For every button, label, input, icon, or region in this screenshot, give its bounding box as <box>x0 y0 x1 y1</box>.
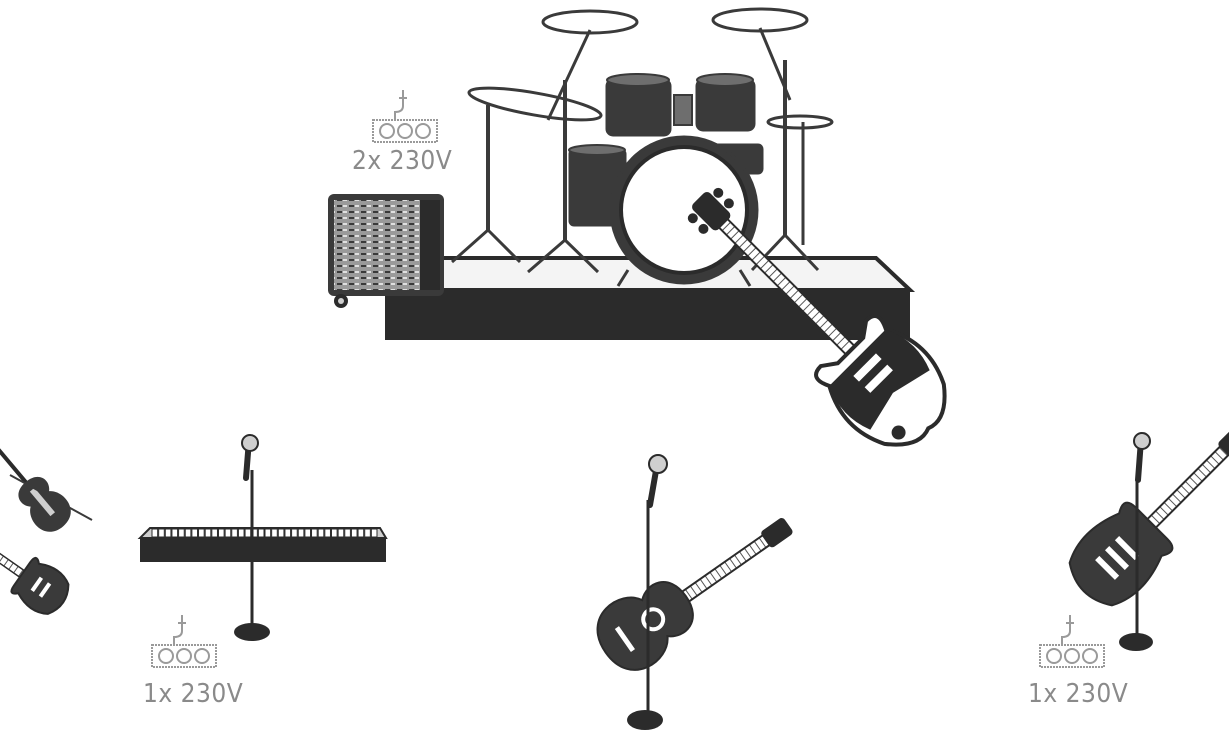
power-strip-icon <box>152 615 216 667</box>
keyboard-key <box>232 529 238 537</box>
keyboard-key <box>312 529 318 537</box>
keyboard-key <box>245 529 251 537</box>
electric-guitar-icon <box>0 515 76 622</box>
drums-power-label: 2x 230V <box>352 146 452 176</box>
keyboard-key <box>338 529 344 537</box>
amp-rack-icon <box>328 194 444 308</box>
keyboard-key <box>285 529 291 537</box>
keyboard-key <box>331 529 337 537</box>
keyboard-key <box>351 529 357 537</box>
acoustic-guitar-icon <box>585 495 809 683</box>
power-strip-icon <box>373 90 437 142</box>
keyboard-key <box>199 529 205 537</box>
keyboard-key <box>371 529 377 537</box>
keyboard-key <box>218 529 224 537</box>
keyboard-key <box>305 529 311 537</box>
keyboard-key <box>165 529 171 537</box>
keyboard-key <box>152 529 158 537</box>
keyboard-key <box>265 529 271 537</box>
power-strip-icon <box>1040 615 1104 667</box>
keyboard-icon <box>140 528 386 562</box>
keyboard-key <box>179 529 185 537</box>
keyboard-key <box>172 529 178 537</box>
keyboard-key <box>258 529 264 537</box>
keys-power-label: 1x 230V <box>143 679 243 709</box>
keyboard-key <box>365 529 371 537</box>
keyboard-key <box>205 529 211 537</box>
keyboard-key <box>358 529 364 537</box>
keyboard-key <box>212 529 218 537</box>
cymbal-left-top <box>543 11 637 33</box>
drum-kit-icon <box>452 9 832 286</box>
cymbal-right-mid <box>768 116 832 128</box>
keyboard-key <box>272 529 278 537</box>
right-power-label: 1x 230V <box>1028 679 1128 709</box>
keyboard-key <box>318 529 324 537</box>
keyboard-key <box>185 529 191 537</box>
keyboard-key <box>345 529 351 537</box>
keyboard-key <box>238 529 244 537</box>
keyboard-key <box>192 529 198 537</box>
keyboard-key <box>159 529 165 537</box>
keyboard-key <box>292 529 298 537</box>
keyboard-key <box>225 529 231 537</box>
cymbal-right-top <box>713 9 807 31</box>
violin-icon <box>0 425 78 539</box>
keyboard-key <box>325 529 331 537</box>
keyboard-key <box>278 529 284 537</box>
keyboard-key <box>298 529 304 537</box>
